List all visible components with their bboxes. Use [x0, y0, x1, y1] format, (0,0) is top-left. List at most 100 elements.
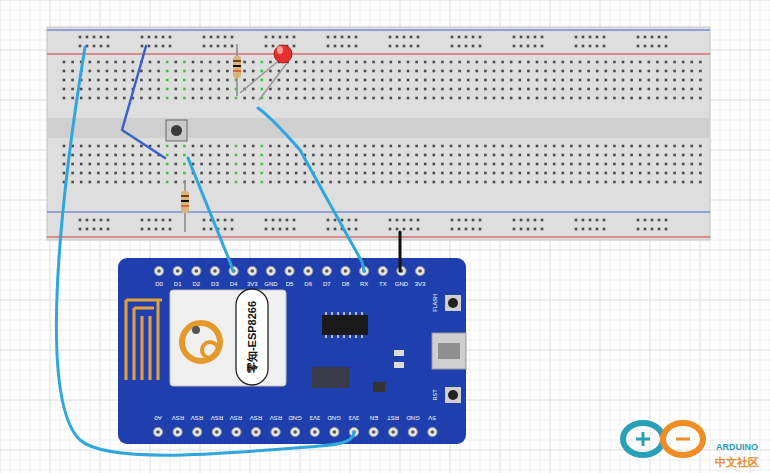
breadboard-hole — [278, 172, 281, 175]
breadboard-hole — [582, 219, 585, 222]
breadboard-hole — [364, 181, 367, 184]
breadboard-hole — [269, 79, 272, 82]
breadboard-hole — [338, 79, 341, 82]
breadboard-hole — [637, 228, 640, 231]
breadboard-hole — [106, 61, 109, 64]
breadboard-hole — [501, 70, 504, 73]
breadboard-hole — [519, 97, 522, 100]
breadboard-hole — [630, 97, 633, 100]
breadboard-hole — [334, 219, 337, 222]
breadboard-hole — [476, 154, 479, 157]
breadboard-hole — [100, 36, 103, 39]
breadboard-hole — [272, 45, 275, 48]
breadboard-hole — [637, 219, 640, 222]
breadboard-hole — [519, 88, 522, 91]
breadboard-hole — [479, 36, 482, 39]
breadboard-hole — [579, 154, 582, 157]
breadboard-hole — [106, 70, 109, 73]
breadboard-hole — [269, 88, 272, 91]
pin-ring — [193, 427, 202, 436]
breadboard-hole — [553, 61, 556, 64]
breadboard-hole — [80, 88, 83, 91]
breadboard-hole — [605, 145, 608, 148]
breadboard-hole — [553, 181, 556, 184]
breadboard-hole — [570, 181, 573, 184]
breadboard-hole — [534, 219, 537, 222]
breadboard-hole — [347, 163, 350, 166]
breadboard-hole — [278, 145, 281, 148]
breadboard-hole — [252, 163, 255, 166]
breadboard-hole — [527, 163, 530, 166]
header-pin — [248, 266, 257, 275]
breadboard-hole — [415, 88, 418, 91]
breadboard-hole — [140, 163, 143, 166]
breadboard-hole — [424, 145, 427, 148]
breadboard-hole — [155, 45, 158, 48]
breadboard-hole — [613, 79, 616, 82]
breadboard-hole — [651, 219, 654, 222]
breadboard-hole — [261, 181, 264, 184]
breadboard-hole — [183, 163, 186, 166]
header-pin — [428, 427, 437, 436]
breadboard-hole — [389, 36, 392, 39]
breadboard-hole — [493, 70, 496, 73]
breadboard-hole — [665, 172, 668, 175]
breadboard-hole — [424, 163, 427, 166]
breadboard-hole — [596, 219, 599, 222]
breadboard-hole — [321, 97, 324, 100]
breadboard-hole — [372, 88, 375, 91]
breadboard-hole — [648, 61, 651, 64]
breadboard-hole — [417, 36, 420, 39]
header-pin — [210, 266, 219, 275]
breadboard-hole — [209, 181, 212, 184]
wire — [188, 158, 233, 271]
breadboard-hole — [541, 219, 544, 222]
breadboard-hole — [265, 228, 268, 231]
breadboard-hole — [493, 61, 496, 64]
wire — [258, 108, 364, 271]
breadboard-hole — [390, 181, 393, 184]
breadboard-hole — [510, 88, 513, 91]
breadboard-hole — [691, 70, 694, 73]
breadboard-hole — [582, 45, 585, 48]
breadboard-hole — [622, 172, 625, 175]
breadboard-hole — [458, 36, 461, 39]
breadboard-hole — [415, 154, 418, 157]
pin-ring — [408, 427, 417, 436]
breadboard-hole — [329, 79, 332, 82]
breadboard-hole — [493, 79, 496, 82]
pin-label: D4 — [230, 281, 238, 287]
breadboard-hole — [527, 36, 530, 39]
breadboard-hole — [458, 79, 461, 82]
breadboard-hole — [243, 61, 246, 64]
pin-ring — [310, 427, 319, 436]
breadboard-hole — [364, 70, 367, 73]
header-pin — [212, 427, 221, 436]
regulator — [312, 367, 350, 388]
breadboard-hole — [476, 181, 479, 184]
breadboard-hole — [519, 70, 522, 73]
breadboard-hole — [224, 36, 227, 39]
breadboard-hole — [97, 97, 100, 100]
board-pcb — [118, 258, 466, 444]
breadboard-hole — [169, 36, 172, 39]
breadboard-hole — [493, 163, 496, 166]
breadboard-hole — [398, 172, 401, 175]
breadboard-hole — [441, 145, 444, 148]
breadboard-hole — [699, 61, 702, 64]
breadboard-hole — [520, 228, 523, 231]
breadboard-hole — [433, 97, 436, 100]
breadboard-hole — [148, 228, 151, 231]
breadboard-hole — [467, 145, 470, 148]
breadboard-hole — [458, 97, 461, 100]
breadboard-hole — [501, 172, 504, 175]
breadboard-hole — [140, 154, 143, 157]
breadboard-hole — [183, 79, 186, 82]
breadboard-hole — [691, 163, 694, 166]
breadboard-hole — [192, 61, 195, 64]
breadboard-hole — [355, 154, 358, 157]
breadboard-hole — [398, 145, 401, 148]
breadboard-hole — [175, 70, 178, 73]
breadboard-hole — [699, 97, 702, 100]
